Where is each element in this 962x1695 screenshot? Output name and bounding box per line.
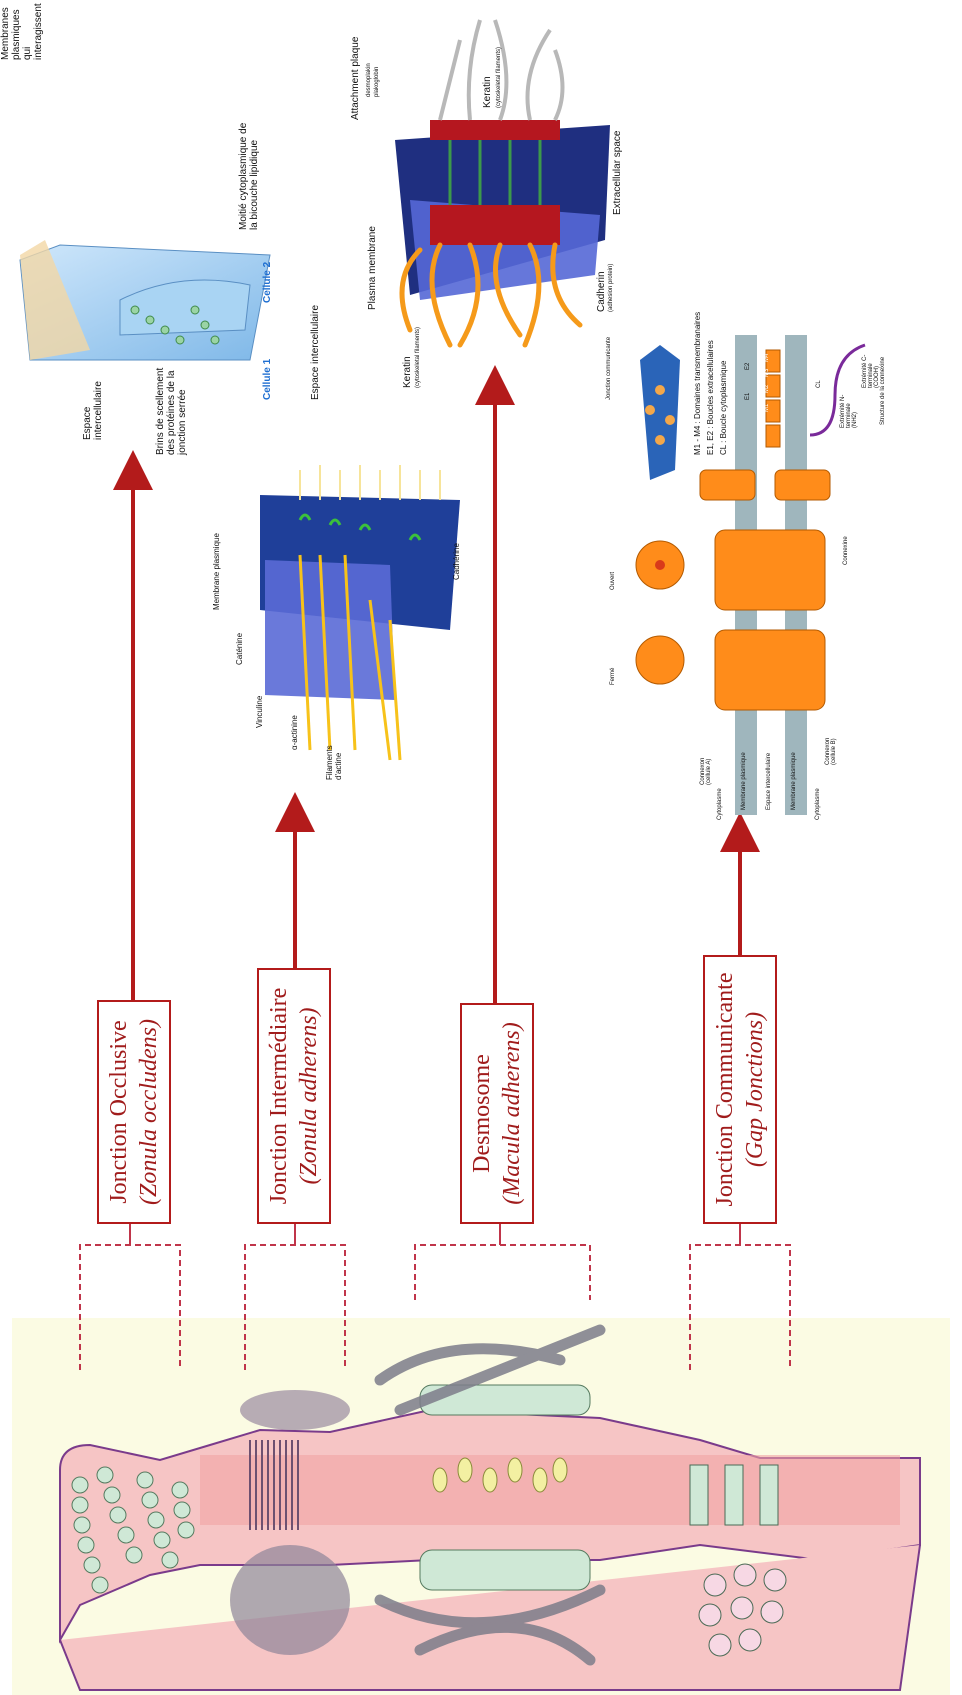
label-desmoplakin: desmoplakin <box>366 63 372 97</box>
junction-box-adherens: Jonction Intermédiaire (Zonula adherens) <box>257 968 331 1224</box>
gap-illustration <box>635 335 866 815</box>
label-m1-m4: M1 - M4 : Domaines transmembranaires <box>693 311 702 455</box>
junction-title: Jonction Occlusive (Zonula occludens) <box>104 1007 164 1217</box>
label-connexon-b: Connexon (cellule B) <box>825 737 837 765</box>
junction-latin: (Macula adherens) <box>499 1022 525 1205</box>
label-ouvert: Ouvert <box>610 571 616 590</box>
label-espace-2: Espace intercellulaire <box>310 304 321 400</box>
label-moitie: Moitié cytoplasmique de la bicouche lipi… <box>238 122 260 230</box>
label-c-terminale: Extrémité C-terminale (COOH) <box>862 354 880 388</box>
bracket-lines <box>79 1220 791 1370</box>
label-keratin-bottom-sub: (cytoskeletal filaments) <box>415 326 421 388</box>
label-membranes: Membranes plasmiques qui interagissent <box>0 3 44 60</box>
label-keratin-bottom: Keratin <box>402 356 413 388</box>
junction-box-occludens: Jonction Occlusive (Zonula occludens) <box>97 1000 171 1224</box>
label-n-terminale: Extrémité N-terminale (NH2) <box>840 394 858 428</box>
label-m4: M4 <box>764 353 770 362</box>
label-membrane-plasmique: Membrane plasmique <box>212 533 221 610</box>
label-actinine: α-actinine <box>290 715 299 750</box>
label-espace-intercellulaire: Espace intercellulaire <box>766 752 772 810</box>
label-cadherine: Cadhérine <box>452 543 461 580</box>
junction-name: Jonction Communicante <box>712 972 738 1207</box>
label-keratin-top: Keratin <box>482 76 493 108</box>
junction-name: Jonction Occlusive <box>106 1020 132 1204</box>
label-membrane-1: Membrane plasmique <box>741 752 747 810</box>
label-cytoplasme-2: Cytoplasme <box>815 788 821 820</box>
label-attachment-plaque: Attachment plaque <box>350 36 361 120</box>
arrows <box>113 365 760 1003</box>
junction-name: Desmosome <box>469 1054 495 1173</box>
label-m3: M3 <box>764 368 770 377</box>
junction-latin: (Zonula adherens) <box>296 1007 322 1185</box>
label-e1-e2: E1, E2 : Boucles extracellulaires <box>706 340 715 455</box>
junction-box-desmosome: Desmosome (Macula adherens) <box>460 1003 534 1224</box>
junction-title: Desmosome (Macula adherens) <box>467 1010 527 1217</box>
label-cl: CL : Boucle cytoplasmique <box>719 360 728 455</box>
label-e1: E1 <box>745 392 751 400</box>
junction-title: Jonction Intermédiaire (Zonula adherens) <box>264 975 324 1217</box>
epithelial-cell-illustration <box>59 1324 921 1691</box>
label-m2: M2 <box>764 384 770 393</box>
label-espace: Espace intercellulaire <box>82 381 104 440</box>
label-cellule1: Cellule 1 <box>262 358 273 400</box>
label-cellule2: Cellule 2 <box>262 261 273 303</box>
label-membrane-2: Membrane plasmique <box>791 752 797 810</box>
label-plakoglobin: plakoglobin <box>374 66 380 97</box>
junction-title: Jonction Communicante (Gap Jonctions) <box>710 962 770 1217</box>
label-cadherin-sub: (adhesion protein) <box>608 263 614 312</box>
label-cadherin: Cadherin <box>596 271 607 312</box>
label-vinculine: Vinculine <box>255 695 264 728</box>
label-ferme: Fermé <box>610 667 616 685</box>
label-jonction-communicante: Jonction communicante <box>606 336 612 400</box>
junction-latin: (Zonula occludens) <box>136 1019 162 1205</box>
adherens-illustration <box>260 465 460 761</box>
label-connexine: Connexine <box>843 536 849 565</box>
label-catenine: Caténine <box>235 632 244 665</box>
label-plasma-membrane: Plasma membrane <box>367 226 378 310</box>
label-structure-connexine: Structure de la connexine <box>880 356 886 425</box>
label-brins: Brins de scellement des protéines de la … <box>155 367 188 455</box>
label-e2: E2 <box>745 362 751 370</box>
label-m1: M1 <box>764 403 770 412</box>
label-connexon-a: Connexon (cellule A) <box>700 757 712 785</box>
junction-box-gap: Jonction Communicante (Gap Jonctions) <box>703 955 777 1224</box>
desmosome-illustration <box>395 19 610 348</box>
label-keratin-top-sub: (cytoskeletal filaments) <box>496 46 502 108</box>
label-extracellular-space: Extracellular space <box>612 130 623 215</box>
junction-latin: (Gap Jonctions) <box>742 1011 768 1168</box>
label-cytoplasme-1: Cytoplasme <box>717 788 723 820</box>
occludens-illustration <box>19 240 271 361</box>
label-cl-short: CL <box>816 380 822 388</box>
label-filaments: Filaments d'actine <box>325 745 343 780</box>
junction-name: Jonction Intermédiaire <box>266 987 292 1205</box>
